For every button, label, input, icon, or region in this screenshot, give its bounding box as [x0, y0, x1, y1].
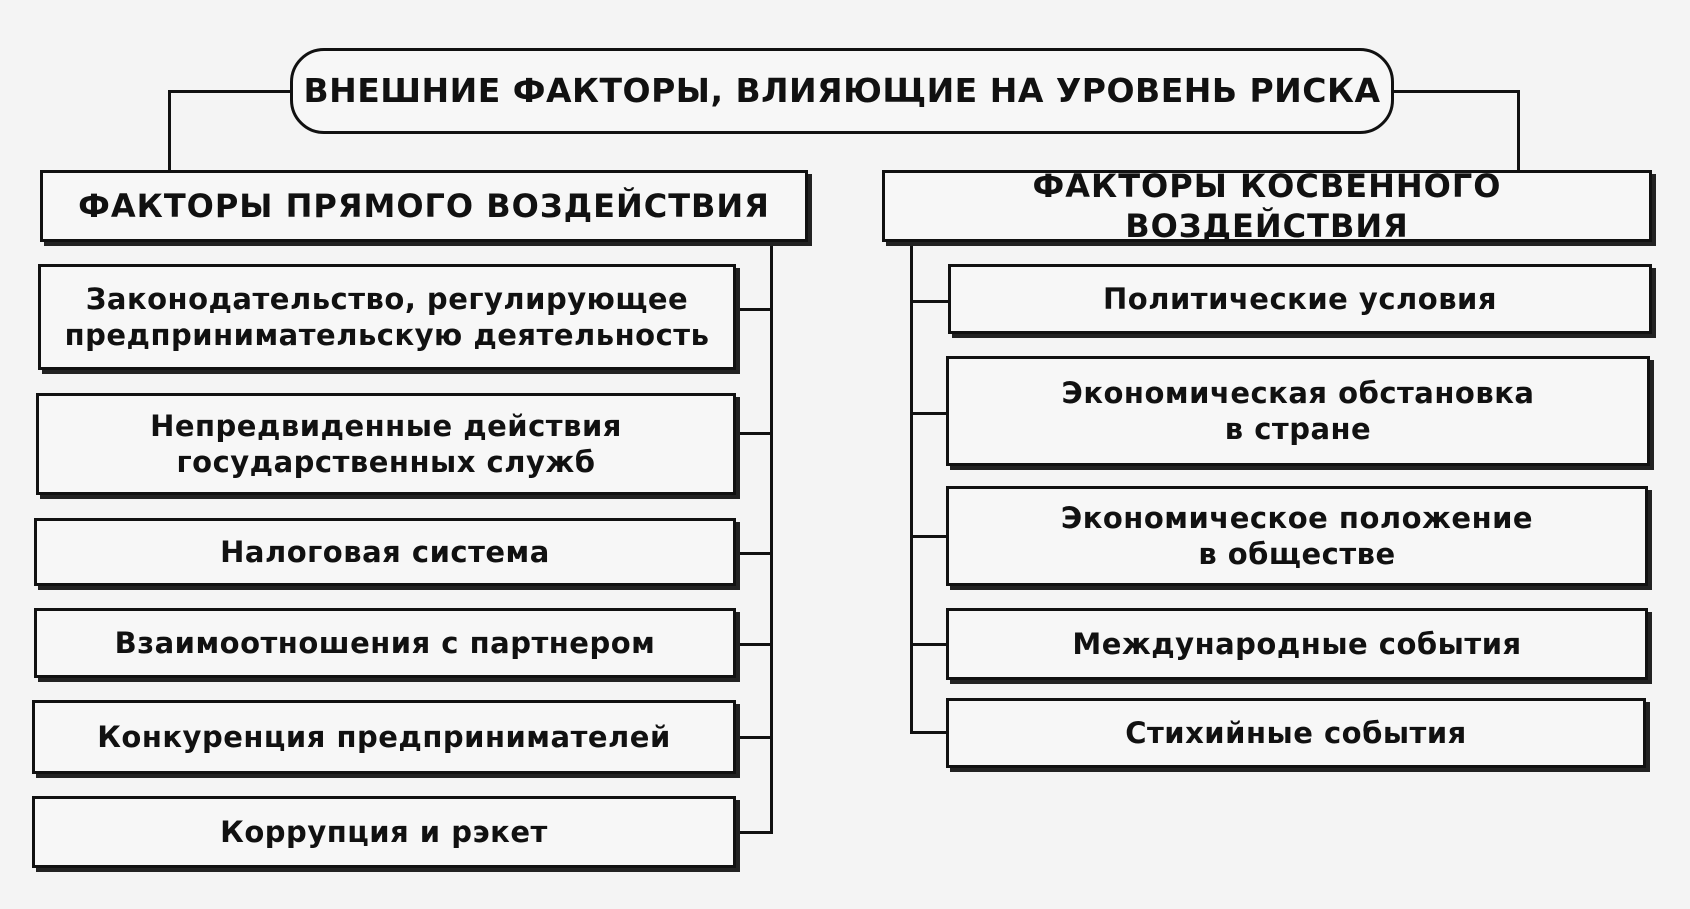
right-tick [910, 412, 948, 415]
indirect-factor-label: Международные события [1072, 626, 1522, 661]
connector-root-right-v [1517, 90, 1520, 172]
indirect-factor-label: Экономическое положение в обществе [1060, 500, 1534, 571]
direct-factor-label: Взаимоотношения с партнером [114, 625, 656, 660]
left-tick [735, 643, 773, 646]
direct-factor-label: Законодательство, регулирующее предприни… [64, 281, 710, 352]
left-spine [770, 244, 773, 834]
connector-root-right-h [1388, 90, 1520, 93]
indirect-factor-international: Международные события [946, 608, 1648, 680]
direct-factor-competition: Конкуренция предпринимателей [32, 700, 736, 774]
left-tick [735, 831, 773, 834]
direct-factor-label: Коррупция и рэкет [220, 814, 548, 849]
left-tick [735, 736, 773, 739]
direct-factors-header: ФАКТОРЫ ПРЯМОГО ВОЗДЕЙСТВИЯ [40, 170, 808, 242]
root-title: ВНЕШНИЕ ФАКТОРЫ, ВЛИЯЮЩИЕ НА УРОВЕНЬ РИС… [303, 71, 1381, 111]
right-tick [910, 535, 948, 538]
right-tick [910, 643, 948, 646]
indirect-factor-label: Политические условия [1103, 281, 1497, 316]
right-tick [910, 731, 948, 734]
left-tick [735, 308, 773, 311]
right-tick [910, 300, 948, 303]
left-tick [735, 552, 773, 555]
direct-factor-tax-system: Налоговая система [34, 518, 736, 586]
direct-factor-label: Конкуренция предпринимателей [97, 719, 671, 754]
right-spine [910, 244, 913, 734]
direct-factors-title: ФАКТОРЫ ПРЯМОГО ВОЗДЕЙСТВИЯ [78, 187, 770, 225]
indirect-factors-title: ФАКТОРЫ КОСВЕННОГО ВОЗДЕЙСТВИЯ [1032, 167, 1502, 245]
indirect-factor-economic-position: Экономическое положение в обществе [946, 486, 1648, 586]
indirect-factor-label: Экономическая обстановка в стране [1061, 375, 1535, 446]
connector-root-left-h [168, 90, 296, 93]
direct-factor-label: Налоговая система [220, 534, 550, 569]
indirect-factor-economic-situation: Экономическая обстановка в стране [946, 356, 1650, 466]
indirect-factor-natural: Стихийные события [946, 698, 1646, 768]
indirect-factor-political: Политические условия [948, 264, 1652, 334]
direct-factor-label: Непредвиденные действия государственных … [150, 408, 622, 479]
indirect-factor-label: Стихийные события [1125, 715, 1467, 750]
root-node: ВНЕШНИЕ ФАКТОРЫ, ВЛИЯЮЩИЕ НА УРОВЕНЬ РИС… [290, 48, 1394, 134]
indirect-factors-header: ФАКТОРЫ КОСВЕННОГО ВОЗДЕЙСТВИЯ [882, 167, 1652, 245]
connector-root-left-v [168, 90, 171, 172]
direct-factor-partner-relations: Взаимоотношения с партнером [34, 608, 736, 678]
left-tick [735, 432, 773, 435]
direct-factor-legislation: Законодательство, регулирующее предприни… [38, 264, 736, 370]
direct-factor-corruption: Коррупция и рэкет [32, 796, 736, 868]
direct-factor-state-services: Непредвиденные действия государственных … [36, 393, 736, 495]
